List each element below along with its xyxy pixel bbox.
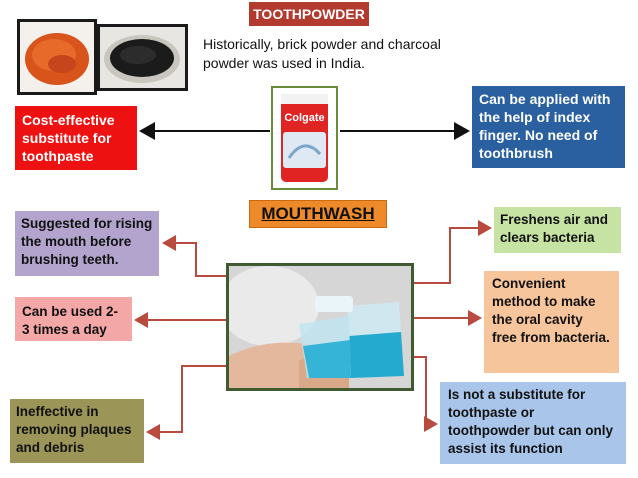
arrow-to-substitute-box xyxy=(414,356,438,432)
colgate-logo-text: Colgate xyxy=(284,112,324,124)
convenient-method-box: Convenient method to make the oral cavit… xyxy=(484,271,619,373)
usage-frequency-box: Can be used 2-3 times a day xyxy=(15,297,132,341)
toothpowder-title: TOOTHPOWDER xyxy=(249,2,369,26)
mouthwash-photo xyxy=(226,263,414,391)
rinse-before-brushing-box: Suggested for rising the mouth before br… xyxy=(15,211,159,276)
ineffective-plaque-box: Ineffective in removing plaques and debr… xyxy=(10,399,144,463)
arrow-to-rinse-box xyxy=(162,235,226,277)
arrow-to-freshens-box xyxy=(414,220,492,284)
brick-powder-photo xyxy=(17,19,97,95)
freshens-air-box: Freshens air and clears bacteria xyxy=(494,207,621,253)
cost-effective-box: Cost-effective substitute for toothpaste xyxy=(15,106,137,170)
colgate-toothpowder-image: Colgate xyxy=(271,86,338,190)
toothpowder-history-text: Historically, brick powder and charcoal … xyxy=(203,36,441,71)
mouthwash-title: MOUTHWASH xyxy=(249,200,387,228)
arrow-to-ineffective-box xyxy=(146,365,226,440)
not-substitute-box: Is not a substitute for toothpaste or to… xyxy=(440,382,626,464)
index-finger-box: Can be applied with the help of index fi… xyxy=(472,86,625,168)
charcoal-powder-photo xyxy=(97,24,188,91)
